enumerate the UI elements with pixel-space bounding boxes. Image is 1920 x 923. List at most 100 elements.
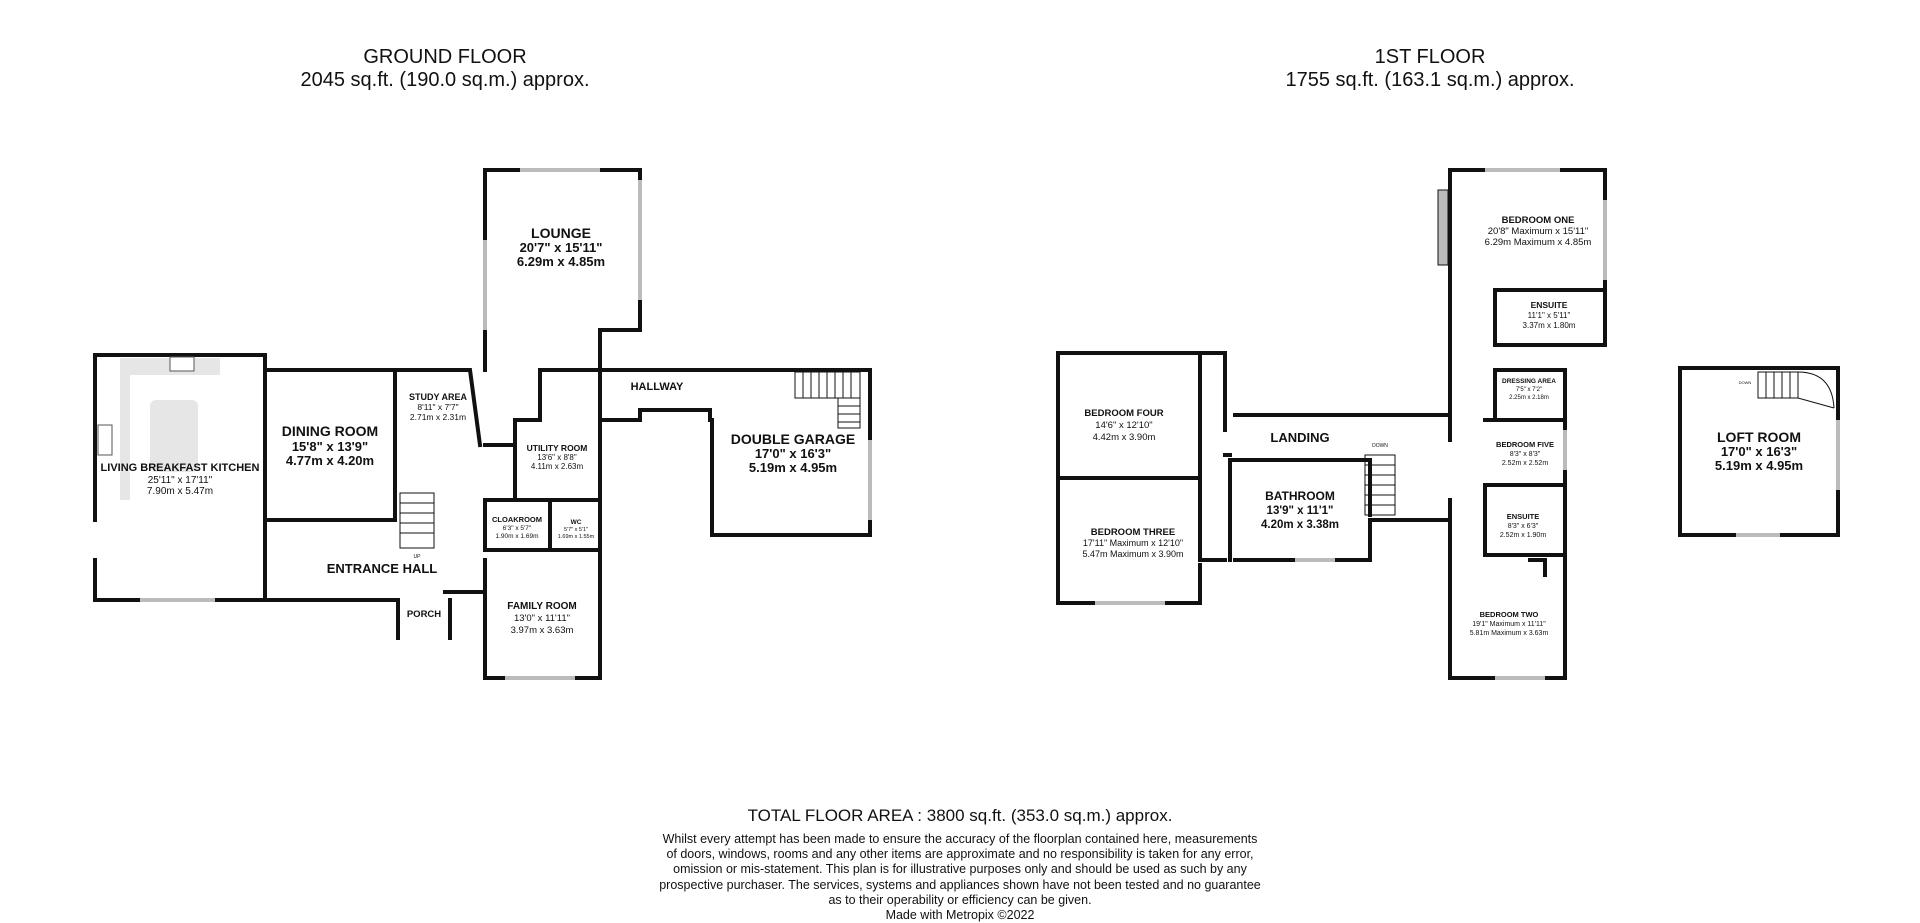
room-name: CLOAKROOM <box>492 515 542 524</box>
wardrobe-unit <box>1437 189 1449 266</box>
loft-stair-label: DOWN <box>1739 380 1752 385</box>
room-metric: 2.52m x 2.52m <box>1502 460 1548 467</box>
stair-up-label: UP <box>414 554 422 560</box>
entrance-stair <box>399 492 435 549</box>
room-imperial: 17'11" Maximum x 12'10" <box>1083 538 1183 548</box>
room-imperial: 8'3" x 8'3" <box>1510 451 1541 458</box>
room-bedroom-four: BEDROOM FOUR 14'6" x 12'10" 4.42m x 3.90… <box>1084 408 1163 443</box>
room-metric: 5.81m Maximum x 3.63m <box>1470 630 1549 637</box>
room-metric: 5.19m x 4.95m <box>749 460 837 475</box>
room-imperial: 8'11" x 7'7" <box>417 402 458 412</box>
room-labels: LIVING BREAKFAST KITCHEN 25'11" x 17'11"… <box>101 215 1804 637</box>
room-cloakroom: CLOAKROOM 6'3" x 5'7" 1.90m x 1.69m <box>492 515 542 540</box>
room-dressing-area: DRESSING AREA 7'5" x 7'2" 2.25m x 2.18m <box>1502 378 1556 401</box>
room-metric: 7.90m x 5.47m <box>147 486 213 497</box>
footer: TOTAL FLOOR AREA : 3800 sq.ft. (353.0 sq… <box>560 806 1360 923</box>
room-bedroom-five: BEDROOM FIVE 8'3" x 8'3" 2.52m x 2.52m <box>1496 440 1554 467</box>
room-name: DOUBLE GARAGE <box>731 431 855 447</box>
room-name: BEDROOM FOUR <box>1084 408 1163 419</box>
ground-floor-header: GROUND FLOOR 2045 sq.ft. (190.0 sq.m.) a… <box>145 46 745 92</box>
loft-stair <box>1757 371 1835 409</box>
room-bedroom-one: BEDROOM ONE 20'8" Maximum x 15'11" 6.29m… <box>1485 215 1592 248</box>
room-lounge: LOUNGE 20'7" x 15'11" 6.29m x 4.85m <box>517 225 605 269</box>
room-metric: 3.37m x 1.80m <box>1523 321 1576 330</box>
room-family: FAMILY ROOM 13'0" x 11'11" 3.97m x 3.63m <box>507 601 576 636</box>
room-metric: 6.29m Maximum x 4.85m <box>1485 237 1592 248</box>
room-metric: 5.19m x 4.95m <box>1715 458 1803 473</box>
room-wc: WC 5'7" x 5'1" 1.69m x 1.55m <box>558 519 595 540</box>
room-imperial: 15'8" x 13'9" <box>292 439 368 454</box>
room-name: BEDROOM THREE <box>1091 527 1175 538</box>
disclaimer-line: as to their operability or efficiency ca… <box>828 892 1092 907</box>
room-name: UTILITY ROOM <box>527 443 588 453</box>
room-living-kitchen: LIVING BREAKFAST KITCHEN 25'11" x 17'11"… <box>101 462 260 497</box>
room-name: ENSUITE <box>1507 512 1540 521</box>
room-name: DINING ROOM <box>282 423 378 439</box>
room-name: ENSUITE <box>1531 300 1568 310</box>
room-imperial: 17'0" x 16'3" <box>755 446 831 461</box>
made-with-credit: Made with Metropix ©2022 <box>885 908 1035 923</box>
room-bathroom: BATHROOM 13'9" x 11'1" 4.20m x 3.38m <box>1261 489 1339 531</box>
landing-stair <box>1364 454 1396 516</box>
ground-floor-area: 2045 sq.ft. (190.0 sq.m.) approx. <box>300 69 590 91</box>
room-metric: 6.29m x 4.85m <box>517 254 605 269</box>
ground-floor-walls <box>93 168 872 680</box>
kitchen-units <box>97 356 220 500</box>
room-metric: 4.11m x 2.63m <box>531 462 584 471</box>
room-imperial: 20'7" x 15'11" <box>520 240 603 255</box>
room-imperial: 14'6" x 12'10" <box>1095 420 1152 431</box>
room-porch: PORCH <box>407 609 441 620</box>
room-name: STUDY AREA <box>409 392 468 402</box>
room-hallway: HALLWAY <box>631 381 684 393</box>
room-dining: DINING ROOM 15'8" x 13'9" 4.77m x 4.20m <box>282 423 378 468</box>
room-metric: 2.25m x 2.18m <box>1509 395 1549 401</box>
room-metric: 1.90m x 1.69m <box>496 533 539 540</box>
room-imperial: 6'3" x 5'7" <box>503 525 532 532</box>
room-imperial: 19'1" Maximum x 11'11" <box>1472 621 1546 628</box>
windows <box>140 168 1840 680</box>
disclaimer-line: Whilst every attempt has been made to en… <box>662 832 1258 846</box>
room-imperial: 8'3" x 6'3" <box>1508 523 1539 530</box>
disclaimer-line: prospective purchaser. The services, sys… <box>659 877 1261 892</box>
first-floor-area: 1755 sq.ft. (163.1 sq.m.) approx. <box>1285 69 1575 91</box>
room-imperial: 25'11" x 17'11" <box>148 475 213 486</box>
garage-stair <box>794 371 861 429</box>
room-imperial: 20'8" Maximum x 15'11" <box>1488 226 1589 237</box>
first-floor-title: 1ST FLOOR <box>1374 46 1486 68</box>
room-metric: 4.20m x 3.38m <box>1261 519 1339 531</box>
disclaimer-line: of doors, windows, rooms and any other i… <box>666 847 1254 862</box>
room-imperial: 13'0" x 11'11" <box>514 613 570 624</box>
room-utility: UTILITY ROOM 13'6" x 8'8" 4.11m x 2.63m <box>527 443 588 471</box>
room-metric: 5.47m Maximum x 3.90m <box>1082 549 1183 559</box>
loft-walls <box>1678 366 1840 537</box>
room-imperial: 11'1" x 5'11" <box>1528 311 1571 320</box>
room-name: BEDROOM TWO <box>1480 610 1539 619</box>
room-imperial: 7'5" x 7'2" <box>1516 387 1542 393</box>
room-imperial: 17'0" x 16'3" <box>1721 444 1797 459</box>
room-metric: 4.42m x 3.90m <box>1093 432 1156 443</box>
room-entrance-hall: ENTRANCE HALL <box>327 561 438 576</box>
room-name: FAMILY ROOM <box>507 601 576 612</box>
room-name: DRESSING AREA <box>1502 378 1556 385</box>
ground-floor-title: GROUND FLOOR <box>363 46 527 68</box>
first-floor-header: 1ST FLOOR 1755 sq.ft. (163.1 sq.m.) appr… <box>1130 46 1730 92</box>
room-name: LOUNGE <box>531 225 591 241</box>
room-metric: 3.97m x 3.63m <box>511 625 574 636</box>
room-garage: DOUBLE GARAGE 17'0" x 16'3" 5.19m x 4.95… <box>731 431 855 475</box>
room-imperial: 13'6" x 8'8" <box>537 453 577 462</box>
disclaimer-line: omission or mis-statement. This plan is … <box>673 862 1247 877</box>
room-metric: 2.52m x 1.90m <box>1500 532 1546 539</box>
stair-down-label: DOWN <box>1372 443 1388 449</box>
room-name: BATHROOM <box>1265 489 1335 503</box>
total-floor-area: TOTAL FLOOR AREA : 3800 sq.ft. (353.0 sq… <box>747 806 1173 825</box>
room-name: WC <box>571 519 582 526</box>
room-bedroom-three: BEDROOM THREE 17'11" Maximum x 12'10" 5.… <box>1082 527 1183 559</box>
room-name: LOFT ROOM <box>1717 429 1801 445</box>
room-metric: 2.71m x 2.31m <box>410 412 466 422</box>
room-imperial: 5'7" x 5'1" <box>564 527 588 533</box>
room-name: BEDROOM FIVE <box>1496 440 1554 449</box>
room-imperial: 13'9" x 11'1" <box>1267 505 1334 517</box>
room-name: LIVING BREAKFAST KITCHEN <box>101 462 260 474</box>
room-bedroom-two: BEDROOM TWO 19'1" Maximum x 11'11" 5.81m… <box>1470 610 1549 637</box>
